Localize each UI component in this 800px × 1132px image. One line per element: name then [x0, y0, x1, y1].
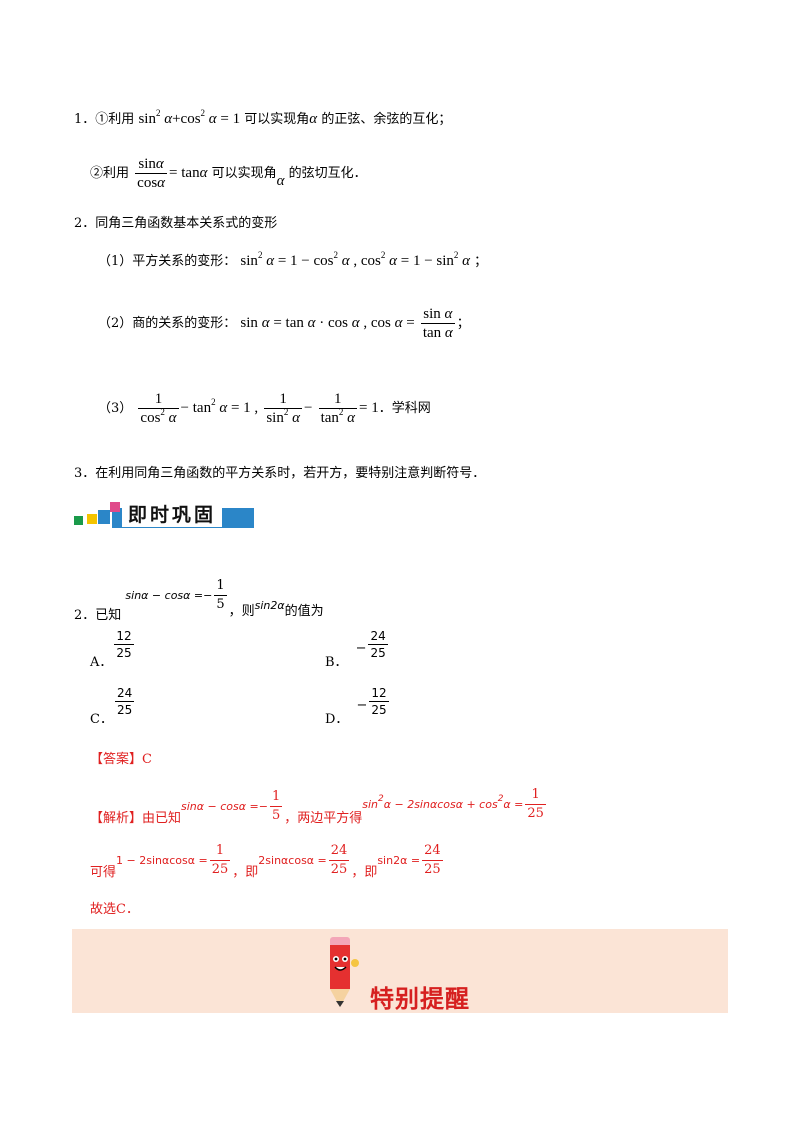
formula-square-variant: sin2 α = 1 − cos2 α , cos2 α = 1 − sin2 …	[240, 250, 471, 270]
special-reminder-banner: 特别提醒	[72, 929, 728, 1013]
special-reminder-title: 特别提醒	[370, 985, 470, 1013]
formula-quotient-variant: sin α = tan α · cos α , cos α =	[240, 315, 415, 331]
pencil-mascot-icon	[330, 937, 359, 1007]
conclusion: 故选C．	[90, 902, 139, 917]
item-2-title: 2．同角三角函数基本关系式的变形	[74, 216, 278, 231]
item-2-2: （2）商的关系的变形： sin α = tan α · cos α , cos …	[98, 306, 470, 341]
item-3: 3．在利用同角三角函数的平方关系时，若开方，要特别注意判断符号．	[74, 466, 486, 481]
answer-label: 【答案】C	[90, 752, 152, 767]
item-2-1: （1）平方关系的变形： sin2 α = 1 − cos2 α , cos2 α…	[98, 250, 488, 270]
section-header-title: 即时巩固	[122, 500, 223, 527]
section-header-banner: 即时巩固	[74, 498, 254, 530]
item-1-line-a: 1．①利用 sin2 α+cos2 α = 1 可以实现角α 的正弦、余弦的互化…	[74, 108, 452, 128]
formula-pythagorean: sin2 α+cos2 α = 1	[138, 108, 241, 128]
